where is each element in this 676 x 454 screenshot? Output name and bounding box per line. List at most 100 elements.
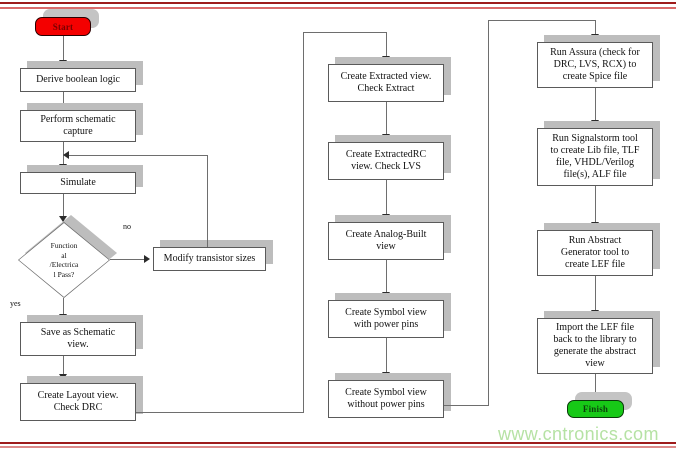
node-finish[interactable]: Finish bbox=[567, 392, 632, 418]
node-simulate[interactable]: Simulate bbox=[20, 165, 143, 194]
line-1: Function bbox=[50, 241, 78, 250]
line-3: file, VHDL/Verilog bbox=[555, 157, 635, 168]
line-2: with power pins bbox=[353, 319, 419, 330]
line-2: view. bbox=[67, 339, 89, 350]
node-decision-label: Function al /Electrica l Pass? bbox=[18, 222, 110, 298]
node-save-as-schematic-view-label: Save as Schematic view. bbox=[20, 322, 136, 356]
node-perform-schematic-capture-label: Perform schematic capture bbox=[20, 110, 136, 142]
line-4: view bbox=[585, 358, 605, 369]
watermark: www.cntronics.com bbox=[498, 424, 659, 444]
bottom-rule-dark bbox=[0, 442, 676, 444]
node-create-symbol-view-without-power-pins[interactable]: Create Symbol view without power pins bbox=[328, 373, 451, 418]
line-1: Save as Schematic bbox=[40, 327, 116, 338]
node-modify-transistor-sizes-label: Modify transistor sizes bbox=[153, 247, 266, 271]
node-simulate-label: Simulate bbox=[20, 172, 136, 194]
node-run-abstract-generator[interactable]: Run Abstract Generator tool to create LE… bbox=[537, 223, 660, 276]
node-decision-functional-electrical-pass[interactable]: Function al /Electrica l Pass? bbox=[18, 215, 117, 298]
edge-layout-to-extracted-h2 bbox=[303, 32, 386, 33]
node-create-extractedrc-view-label: Create ExtractedRC view. Check LVS bbox=[328, 142, 444, 180]
node-save-as-schematic-view[interactable]: Save as Schematic view. bbox=[20, 315, 143, 356]
edge-symwithout-to-assura-h1 bbox=[444, 405, 489, 406]
edge-modify-feedback-horizontal bbox=[69, 155, 208, 156]
edge-simulate-to-decision bbox=[63, 194, 64, 222]
line-1: Perform schematic bbox=[40, 114, 116, 125]
line-4: l Pass? bbox=[53, 269, 75, 279]
node-create-analog-built-view[interactable]: Create Analog-Built view bbox=[328, 215, 451, 260]
node-run-signalstorm[interactable]: Run Signalstorm tool to create Lib file,… bbox=[537, 121, 660, 186]
top-rule-dark bbox=[0, 2, 676, 4]
arrowhead-left bbox=[63, 151, 69, 159]
node-derive-boolean-logic-label: Derive boolean logic bbox=[20, 68, 136, 92]
line-1: Create Symbol view bbox=[345, 307, 427, 318]
node-finish-label: Finish bbox=[567, 400, 624, 418]
line-2: without power pins bbox=[347, 399, 425, 410]
line-2: Check DRC bbox=[53, 402, 103, 413]
edge-decision-to-modify bbox=[110, 259, 146, 260]
edge-assura-to-signalstorm bbox=[595, 88, 596, 126]
node-derive-boolean-logic[interactable]: Derive boolean logic bbox=[20, 61, 143, 92]
line-2: DRC, LVS, RCX) to bbox=[553, 59, 637, 70]
edge-label-yes: yes bbox=[10, 299, 21, 308]
line-2: capture bbox=[63, 126, 93, 137]
bottom-rule-light bbox=[0, 446, 676, 448]
edge-extrc-to-analog bbox=[386, 180, 387, 220]
edge-label-no: no bbox=[123, 222, 131, 231]
node-modify-transistor-sizes[interactable]: Modify transistor sizes bbox=[153, 240, 273, 271]
node-run-signalstorm-label: Run Signalstorm tool to create Lib file,… bbox=[537, 128, 653, 186]
node-run-abstract-generator-label: Run Abstract Generator tool to create LE… bbox=[537, 230, 653, 276]
line-1: Run Signalstorm tool bbox=[552, 133, 638, 144]
line-4: file(s), ALF file bbox=[563, 169, 627, 180]
node-create-extracted-view-label: Create Extracted view. Check Extract bbox=[328, 64, 444, 102]
line-2: back to the library to bbox=[553, 334, 637, 345]
line-1: Run Abstract bbox=[568, 235, 622, 246]
edge-symwithout-to-assura-v bbox=[488, 20, 489, 406]
edge-layout-to-extracted-h1 bbox=[136, 412, 304, 413]
edge-signalstorm-to-abstract bbox=[595, 186, 596, 228]
node-create-layout-view-check-drc[interactable]: Create Layout view. Check DRC bbox=[20, 376, 143, 421]
edge-abstract-to-importlef bbox=[595, 276, 596, 316]
node-start[interactable]: Start bbox=[35, 9, 99, 36]
node-create-extractedrc-view[interactable]: Create ExtractedRC view. Check LVS bbox=[328, 135, 451, 180]
node-create-symbol-view-with-power-pins-label: Create Symbol view with power pins bbox=[328, 300, 444, 338]
line-2: Check Extract bbox=[357, 83, 415, 94]
arrowhead-down bbox=[59, 216, 67, 222]
edge-symwithout-to-assura-v2 bbox=[595, 20, 596, 40]
node-create-symbol-view-with-power-pins[interactable]: Create Symbol view with power pins bbox=[328, 293, 451, 338]
line-1: Create Symbol view bbox=[345, 387, 427, 398]
node-run-assura[interactable]: Run Assura (check for DRC, LVS, RCX) to … bbox=[537, 35, 660, 88]
edge-modify-feedback-vertical bbox=[207, 155, 208, 247]
node-import-lef-file-label: Import the LEF file back to the library … bbox=[537, 318, 653, 374]
node-run-assura-label: Run Assura (check for DRC, LVS, RCX) to … bbox=[537, 42, 653, 88]
line-3: /Electrica bbox=[49, 260, 79, 269]
edge-start-to-boolean bbox=[63, 36, 64, 62]
edge-boolean-to-schematic bbox=[63, 92, 64, 107]
edge-decision-to-save bbox=[63, 298, 64, 320]
node-create-symbol-view-without-power-pins-label: Create Symbol view without power pins bbox=[328, 380, 444, 418]
line-2: view. Check LVS bbox=[351, 161, 421, 172]
line-1: Import the LEF file bbox=[555, 322, 635, 333]
line-1: Create Analog-Built bbox=[345, 229, 427, 240]
node-create-layout-view-check-drc-label: Create Layout view. Check DRC bbox=[20, 383, 136, 421]
edge-layout-to-extracted-v2 bbox=[386, 32, 387, 62]
edge-symwith-to-symwithout bbox=[386, 338, 387, 378]
arrowhead-right bbox=[144, 255, 150, 263]
edge-extracted-to-extrc bbox=[386, 102, 387, 140]
edge-analog-to-symwith bbox=[386, 260, 387, 298]
node-import-lef-file[interactable]: Import the LEF file back to the library … bbox=[537, 311, 660, 374]
line-3: create Spice file bbox=[562, 71, 628, 82]
edge-save-to-layout bbox=[63, 356, 64, 380]
line-1: Create ExtractedRC bbox=[345, 149, 427, 160]
edge-importlef-to-finish bbox=[595, 374, 596, 398]
line-1: Create Layout view. bbox=[37, 390, 119, 401]
node-create-extracted-view[interactable]: Create Extracted view. Check Extract bbox=[328, 57, 451, 102]
line-2: al bbox=[61, 250, 67, 260]
edge-layout-to-extracted-v bbox=[303, 32, 304, 413]
node-start-label: Start bbox=[35, 17, 91, 36]
node-perform-schematic-capture[interactable]: Perform schematic capture bbox=[20, 103, 143, 142]
node-create-analog-built-view-label: Create Analog-Built view bbox=[328, 222, 444, 260]
line-1: Run Assura (check for bbox=[550, 47, 640, 58]
line-3: create LEF file bbox=[565, 259, 625, 270]
edge-symwithout-to-assura-h2 bbox=[488, 20, 596, 21]
top-rule-light bbox=[0, 7, 676, 9]
